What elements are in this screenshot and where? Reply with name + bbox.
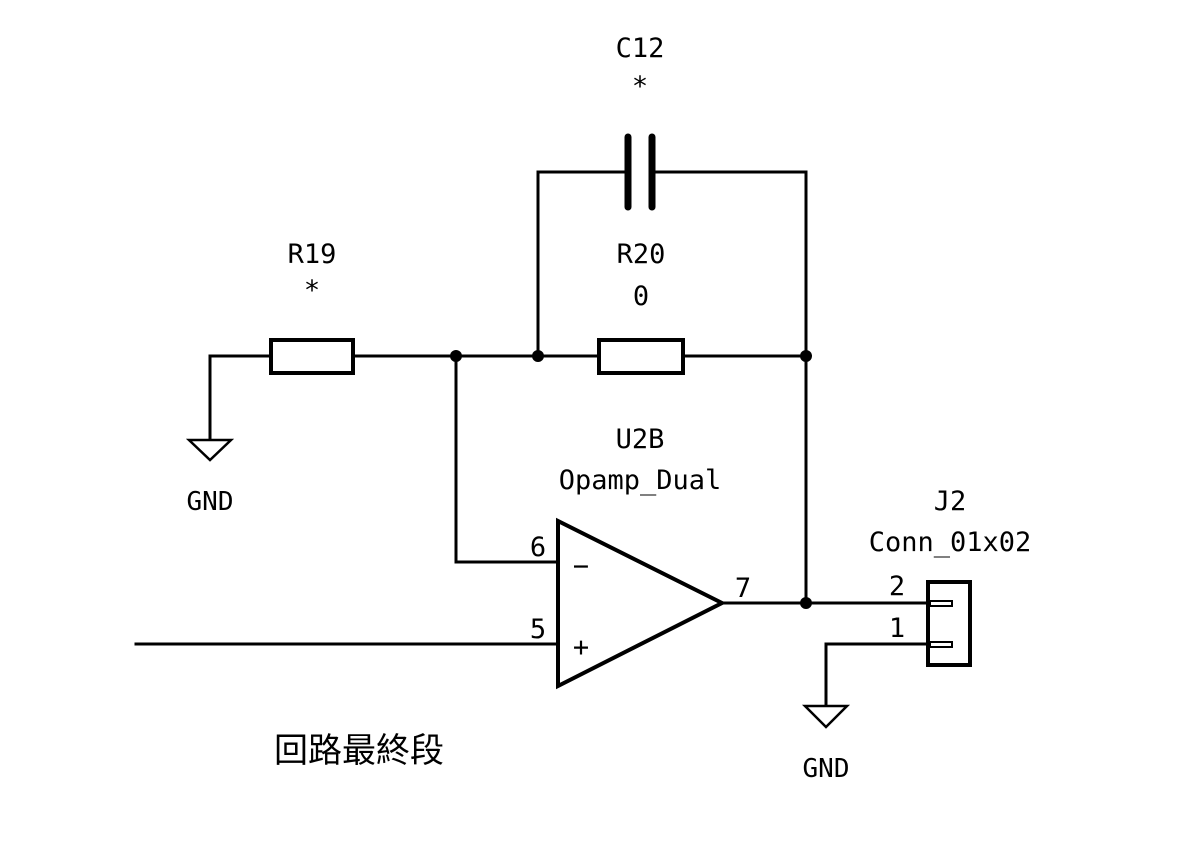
wire-c12-left [536, 170, 628, 358]
opamp-u2b[interactable]: − + 6 5 7 U2B Opamp_Dual [530, 424, 751, 690]
connector-j2[interactable]: 2 1 J2 Conn_01x02 [869, 486, 1032, 667]
gnd-left-label: GND [187, 487, 234, 517]
opamp-triangle [556, 517, 727, 690]
r19-value: * [304, 275, 320, 306]
gnd-right-label: GND [803, 754, 850, 784]
pin-6-label: 6 [530, 532, 546, 563]
junction-dot [800, 597, 812, 609]
opamp-noninv-sign: + [573, 632, 589, 663]
resistor-body [597, 338, 685, 375]
j2-value: Conn_01x02 [869, 527, 1032, 558]
wire-gnd-r19 [208, 354, 272, 442]
wire-j2-gnd [824, 642, 948, 710]
c12-ref: C12 [616, 33, 665, 64]
pin-7-label: 7 [735, 573, 751, 604]
junction-dot [450, 350, 462, 362]
wire-inv-input [454, 354, 560, 564]
u2b-value: Opamp_Dual [559, 465, 722, 496]
r20-value: 0 [633, 281, 649, 312]
annotation-text: 回路最終段 [274, 731, 444, 771]
capacitor-c12[interactable]: C12 * [616, 33, 665, 211]
resistor-body [269, 338, 355, 375]
u2b-ref: U2B [616, 424, 665, 455]
j2-pin-2-label: 2 [889, 571, 905, 602]
pin-5-label: 5 [530, 614, 546, 645]
connector-pin [929, 641, 953, 648]
c12-value: * [632, 71, 648, 102]
junctions [450, 350, 812, 609]
ground-icon [185, 438, 235, 462]
connector-body [926, 580, 972, 667]
r20-ref: R20 [617, 239, 666, 270]
gnd-symbol-left[interactable]: GND [185, 438, 235, 517]
resistor-r20[interactable]: R20 0 [597, 239, 685, 375]
junction-dot [800, 350, 812, 362]
gnd-symbol-right[interactable]: GND [801, 704, 851, 784]
j2-pin-1-label: 1 [889, 613, 905, 644]
r19-ref: R19 [288, 239, 337, 270]
ground-icon [801, 704, 851, 729]
j2-ref: J2 [934, 486, 967, 517]
connector-pin [929, 600, 953, 607]
junction-dot [532, 350, 544, 362]
resistor-r19[interactable]: R19 * [269, 239, 355, 375]
opamp-inv-sign: − [573, 551, 589, 582]
wire-c12-right [650, 170, 808, 605]
wires [134, 170, 948, 710]
